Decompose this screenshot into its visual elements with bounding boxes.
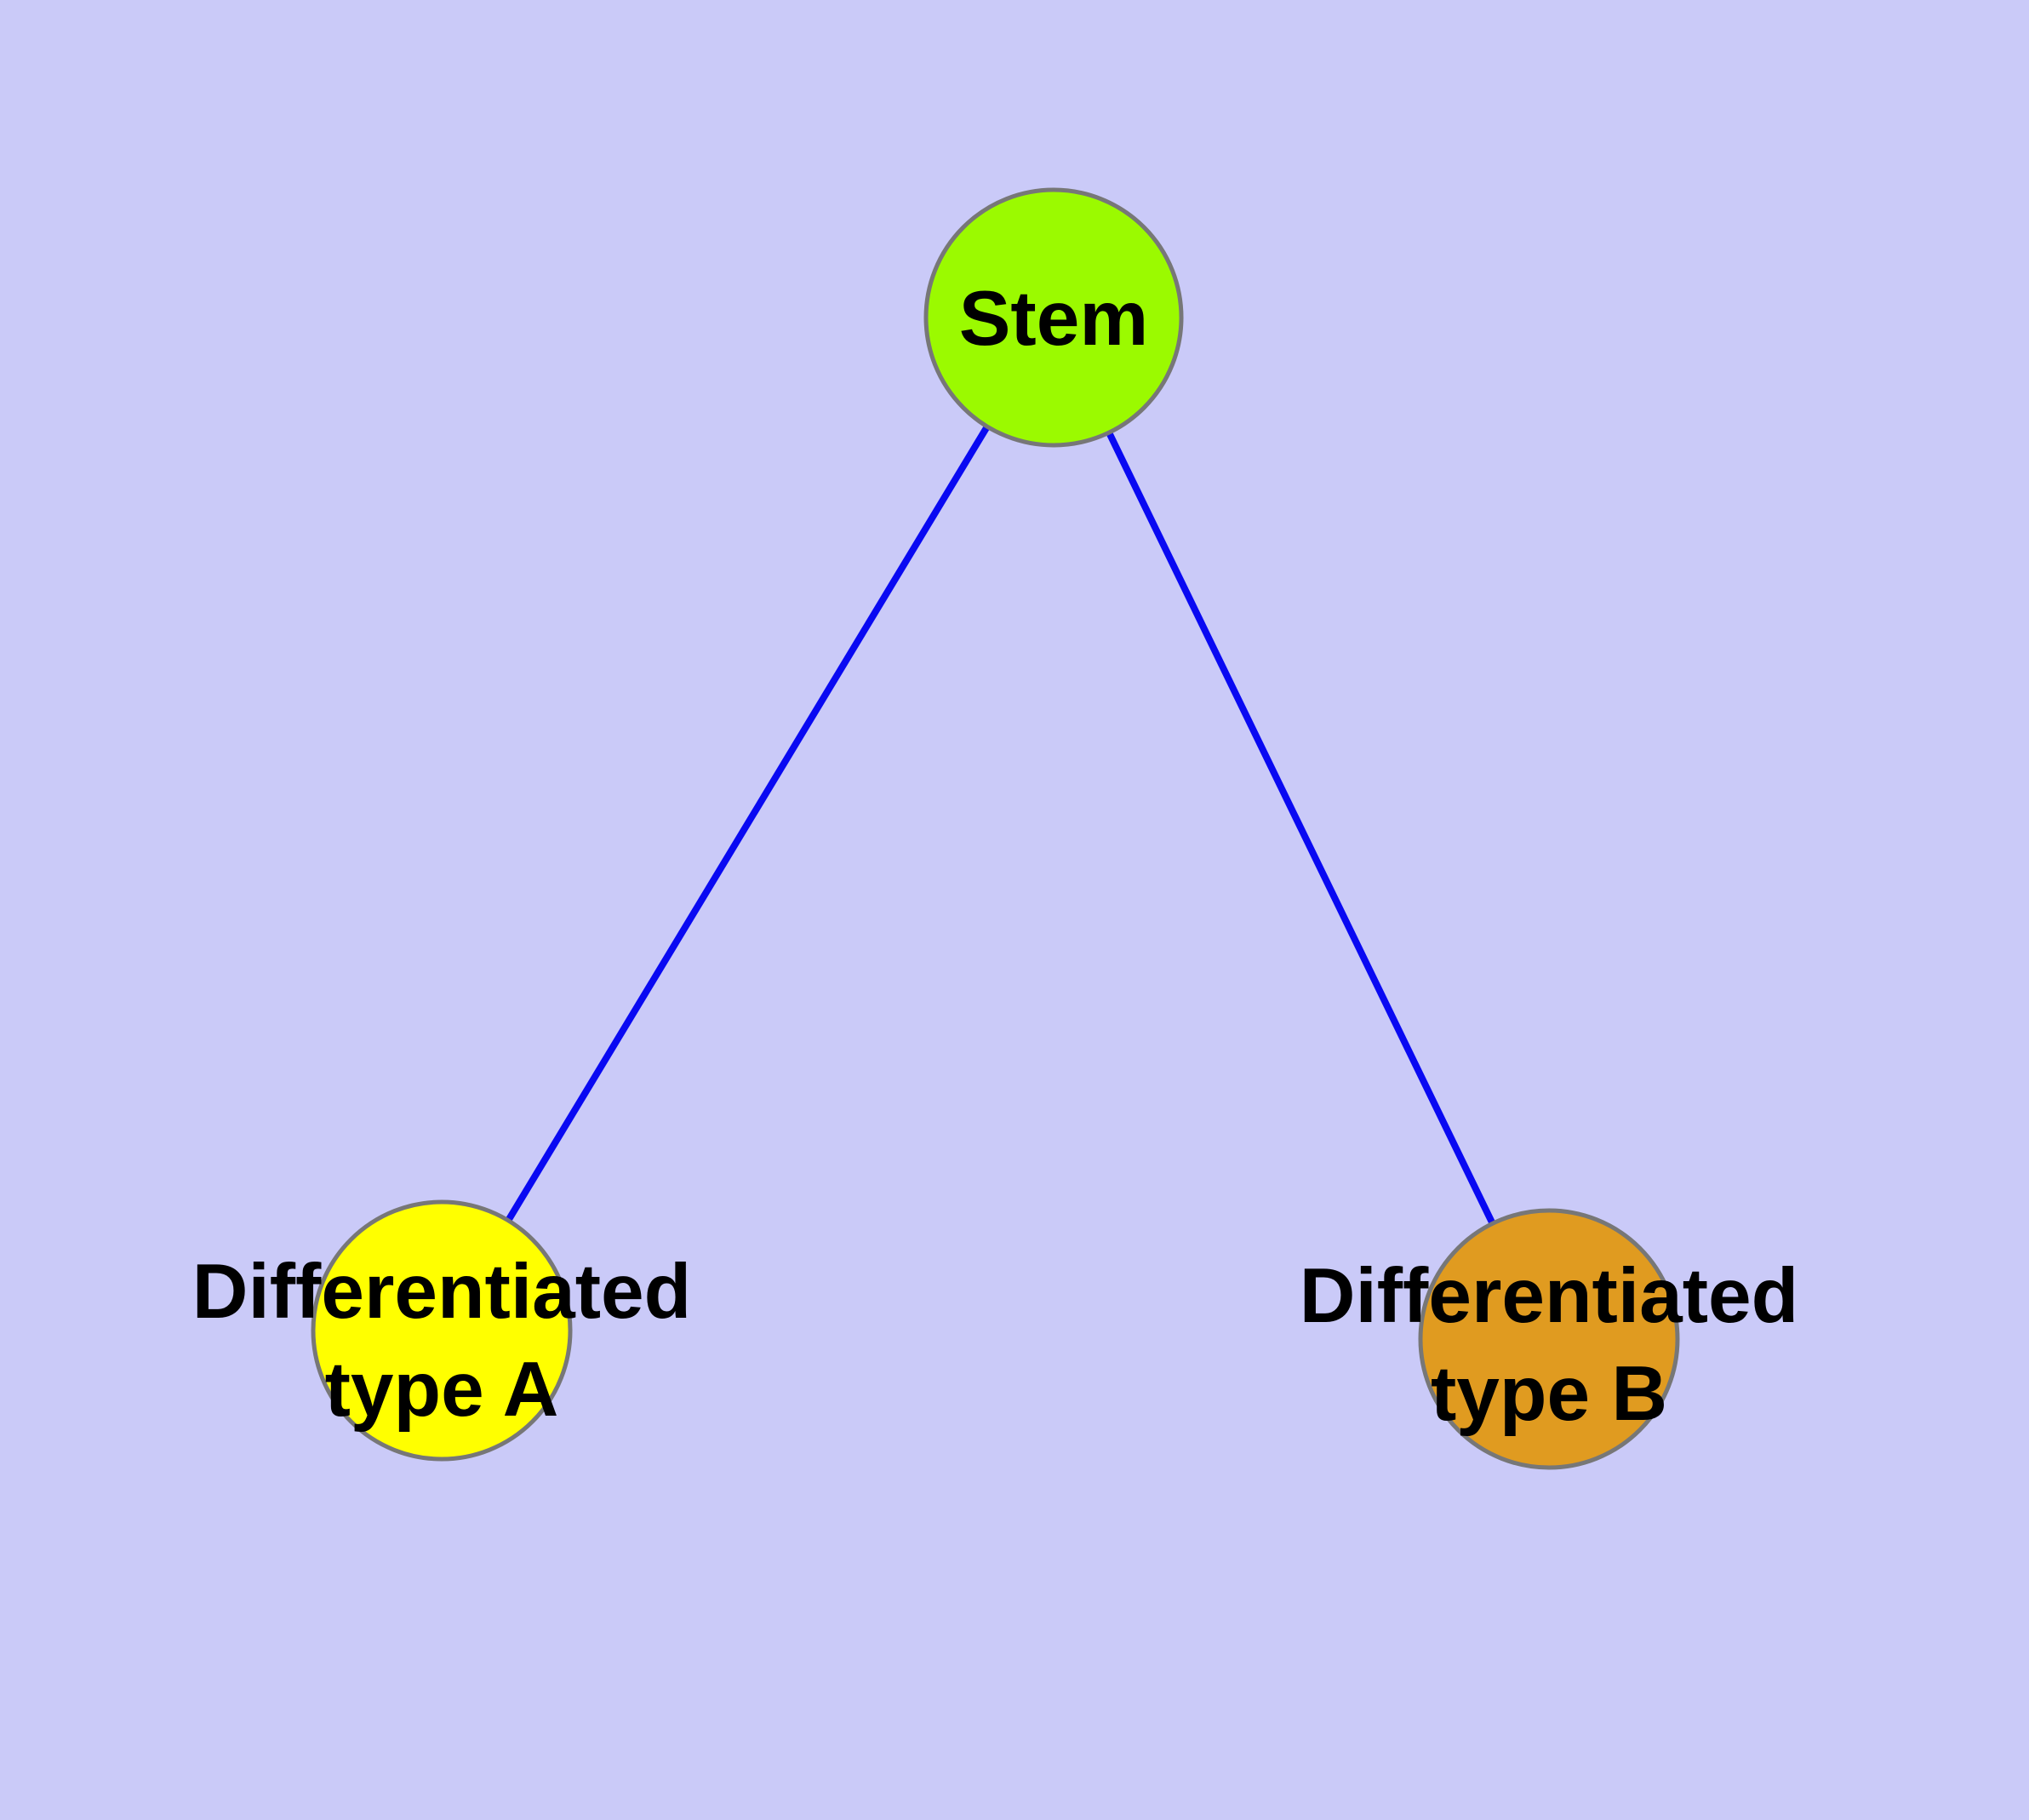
node-differentiated-type-b-label-line2: type B [1431,1351,1667,1437]
edge-stem-to-type-a [505,424,991,1223]
node-differentiated-type-a[interactable] [311,1199,573,1462]
node-differentiated-type-b-label-line1: Differentiated [1300,1253,1799,1339]
node-stem-label: Stem [959,276,1149,362]
node-differentiated-type-a-label-line2: type A [325,1347,559,1433]
edge-stem-to-type-b [1106,431,1496,1226]
node-differentiated-type-b[interactable] [1418,1208,1680,1470]
node-stem[interactable] [923,187,1184,448]
node-differentiated-type-a-label-line1: Differentiated [192,1249,692,1335]
